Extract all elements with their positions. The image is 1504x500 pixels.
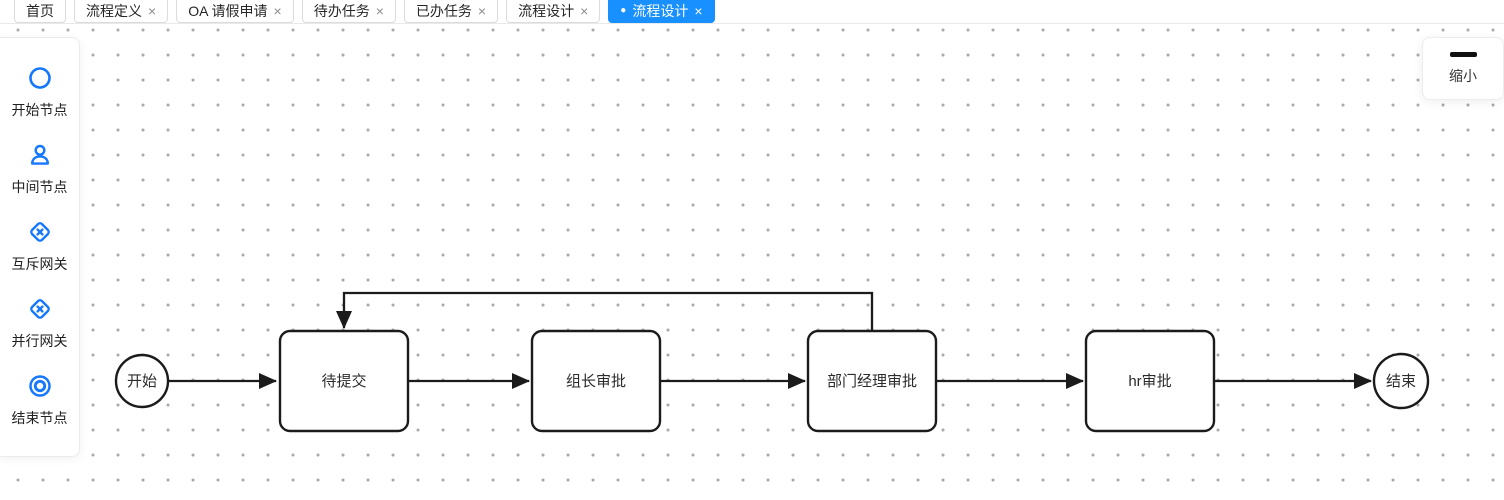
- palette-item-label: 中间节点: [11, 179, 68, 195]
- tab-done-tasks[interactable]: 已办任务 ×: [403, 0, 499, 23]
- close-icon[interactable]: ×: [694, 3, 703, 19]
- design-canvas[interactable]: [0, 24, 1504, 500]
- tab-label: 流程定义: [86, 3, 142, 19]
- tab-oa-leave-request[interactable]: OA 请假申请 ×: [176, 0, 294, 23]
- tab-process-design-active[interactable]: ● 流程设计 ×: [608, 0, 715, 23]
- exclusive-gateway-icon: [27, 219, 53, 245]
- palette-item-label: 开始节点: [11, 102, 68, 118]
- tab-process-design[interactable]: 流程设计 ×: [506, 0, 601, 23]
- close-icon[interactable]: ×: [580, 3, 589, 19]
- node-start[interactable]: [114, 353, 170, 409]
- zoom-out-control[interactable]: 缩小: [1422, 37, 1504, 100]
- node-start-label: 开始: [127, 373, 157, 390]
- parallel-gateway-icon: [27, 296, 53, 322]
- start-circle-icon: [27, 65, 53, 91]
- zoom-out-label: 缩小: [1449, 68, 1477, 84]
- palette-item-exclusive-gateway[interactable]: 互斥网关: [0, 219, 79, 296]
- tab-label: 流程设计: [632, 3, 689, 19]
- node-manager-approval-label: 部门经理审批: [827, 373, 917, 390]
- palette-item-label: 结束节点: [11, 410, 68, 426]
- minus-icon: [1449, 52, 1477, 57]
- node-pending-submit[interactable]: [278, 329, 410, 433]
- palette-item-intermediate-node[interactable]: 中间节点: [0, 142, 79, 219]
- node-hr-approval-label: hr审批: [1128, 373, 1171, 390]
- tab-label: 已办任务: [415, 3, 472, 19]
- palette-item-start-node[interactable]: 开始节点: [0, 65, 79, 142]
- active-dot-icon: ●: [620, 5, 627, 16]
- tab-todo-tasks[interactable]: 待办任务 ×: [301, 0, 396, 23]
- node-leader-approval[interactable]: [530, 329, 662, 433]
- tab-label: 待办任务: [313, 3, 370, 19]
- tab-process-definition[interactable]: 流程定义 ×: [74, 0, 169, 23]
- tab-bar: 首页 流程定义 × OA 请假申请 × 待办任务 × 已办任务 × 流程设计 ×…: [0, 0, 1504, 24]
- node-end[interactable]: [1372, 352, 1430, 410]
- palette-item-label: 互斥网关: [11, 256, 68, 272]
- node-pending-submit-label: 待提交: [321, 372, 366, 390]
- node-manager-approval[interactable]: [806, 329, 938, 433]
- close-icon[interactable]: ×: [375, 3, 384, 19]
- close-icon[interactable]: ×: [273, 3, 282, 19]
- close-icon[interactable]: ×: [477, 3, 487, 19]
- end-double-circle-icon: [27, 373, 53, 399]
- node-end-label: 结束: [1386, 373, 1416, 390]
- palette-item-label: 并行网关: [11, 333, 68, 349]
- tab-label: OA 请假申请: [188, 3, 268, 19]
- tab-home[interactable]: 首页: [14, 0, 66, 23]
- node-leader-approval-label: 组长审批: [566, 373, 626, 390]
- close-icon[interactable]: ×: [148, 3, 157, 19]
- user-icon: [27, 142, 53, 168]
- tab-label: 流程设计: [518, 3, 575, 19]
- tab-label: 首页: [26, 3, 54, 19]
- palette-item-end-node[interactable]: 结束节点: [0, 373, 79, 450]
- node-hr-approval[interactable]: [1084, 329, 1216, 433]
- palette-item-parallel-gateway[interactable]: 并行网关: [0, 296, 79, 373]
- edge-manager-loop-to-pending[interactable]: [336, 291, 874, 332]
- node-palette: 开始节点 中间节点 互斥网关: [0, 37, 80, 457]
